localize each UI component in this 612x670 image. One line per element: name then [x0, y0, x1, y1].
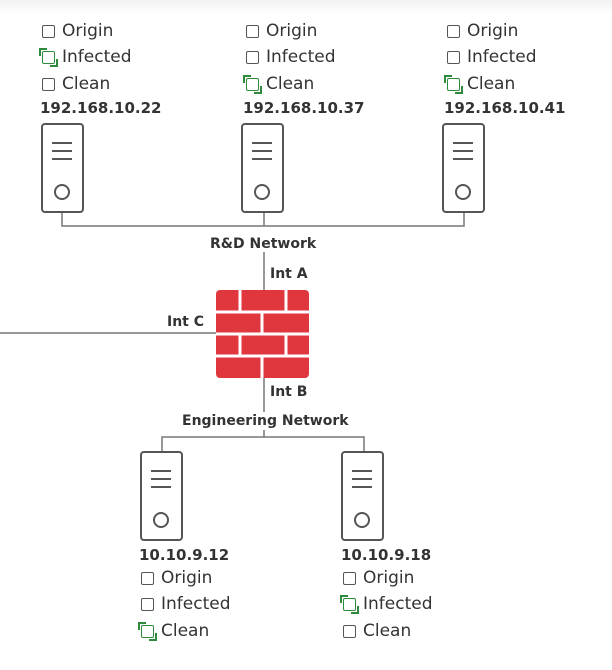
- option-label: Origin: [363, 568, 415, 588]
- option-origin[interactable]: Origin: [141, 566, 212, 590]
- option-clean[interactable]: Clean: [343, 619, 411, 643]
- option-clean[interactable]: Clean: [138, 619, 210, 643]
- top-edge: [0, 0, 612, 14]
- host-ip: 10.10.9.18: [341, 546, 432, 564]
- checkbox[interactable]: [444, 74, 463, 94]
- option-label: Origin: [62, 21, 114, 41]
- server-icon[interactable]: [140, 451, 183, 541]
- option-label: Origin: [161, 568, 213, 588]
- option-origin[interactable]: Origin: [447, 19, 518, 43]
- option-label: Clean: [161, 621, 210, 641]
- checkbox[interactable]: [243, 74, 262, 94]
- checkbox[interactable]: [447, 24, 460, 38]
- engineering-network-label: Engineering Network: [182, 413, 349, 429]
- option-label: Clean: [266, 74, 315, 94]
- checkbox[interactable]: [138, 621, 157, 641]
- option-label: Origin: [266, 21, 318, 41]
- checkbox[interactable]: [42, 77, 55, 91]
- server-icon[interactable]: [241, 123, 284, 213]
- option-infected[interactable]: Infected: [246, 45, 336, 69]
- rd-network-label: R&D Network: [210, 236, 317, 252]
- option-clean[interactable]: Clean: [42, 72, 110, 96]
- option-infected[interactable]: Infected: [340, 592, 433, 616]
- checkbox[interactable]: [39, 47, 58, 67]
- int-c-label: Int C: [167, 314, 205, 330]
- option-label: Infected: [161, 594, 231, 614]
- option-origin[interactable]: Origin: [42, 19, 113, 43]
- option-infected[interactable]: Infected: [141, 592, 231, 616]
- checkbox[interactable]: [340, 594, 359, 614]
- checkbox[interactable]: [141, 571, 154, 585]
- option-clean[interactable]: Clean: [243, 72, 315, 96]
- checkbox[interactable]: [42, 24, 55, 38]
- link-rd-bus: [61, 212, 465, 227]
- option-label: Clean: [62, 74, 111, 94]
- option-origin[interactable]: Origin: [343, 566, 414, 590]
- host-ip: 192.168.10.41: [444, 99, 566, 117]
- option-infected[interactable]: Infected: [39, 45, 132, 69]
- option-label: Infected: [363, 594, 433, 614]
- checkbox[interactable]: [141, 597, 154, 611]
- server-icon[interactable]: [442, 123, 485, 213]
- server-icon[interactable]: [341, 451, 384, 541]
- checkbox[interactable]: [246, 50, 259, 64]
- checkbox[interactable]: [246, 24, 259, 38]
- checkbox[interactable]: [447, 50, 460, 64]
- host-ip: 192.168.10.22: [40, 99, 162, 117]
- option-label: Clean: [363, 621, 412, 641]
- server-icon[interactable]: [41, 123, 84, 213]
- checkbox[interactable]: [343, 624, 356, 638]
- host-ip: 10.10.9.12: [139, 546, 230, 564]
- int-a-label: Int A: [270, 266, 308, 282]
- option-label: Infected: [62, 47, 132, 67]
- host-ip: 192.168.10.37: [243, 99, 365, 117]
- checkbox[interactable]: [343, 571, 356, 585]
- option-label: Infected: [266, 47, 336, 67]
- firewall-icon: [216, 290, 309, 378]
- option-origin[interactable]: Origin: [246, 19, 317, 43]
- option-label: Clean: [467, 74, 516, 94]
- int-b-label: Int B: [270, 384, 308, 400]
- option-clean[interactable]: Clean: [444, 72, 516, 96]
- option-infected[interactable]: Infected: [447, 45, 537, 69]
- option-label: Origin: [467, 21, 519, 41]
- link-eng-bus: [161, 430, 365, 454]
- option-label: Infected: [467, 47, 537, 67]
